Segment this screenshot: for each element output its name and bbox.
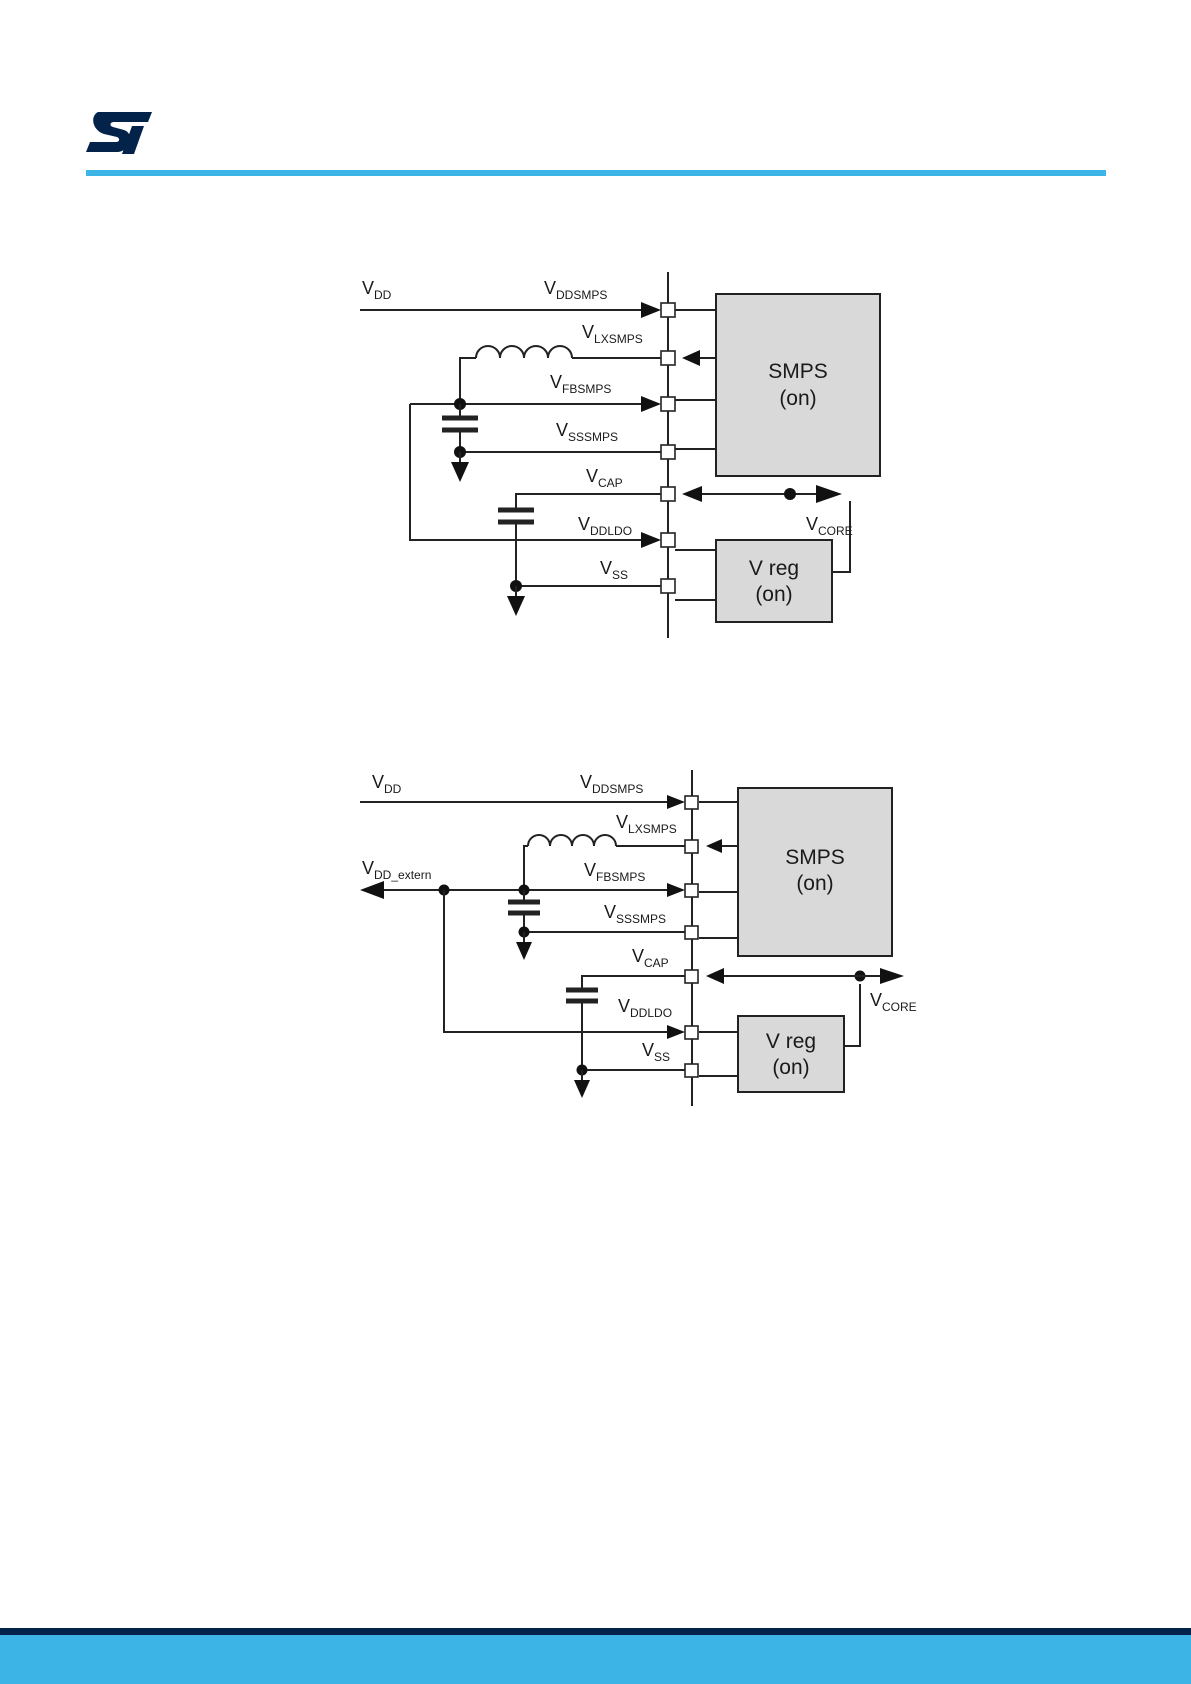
pin-label-vddsmps: VDDSMPS	[544, 278, 607, 302]
vreg-block: V reg (on)	[738, 1016, 844, 1092]
footer-edge	[0, 1628, 1191, 1635]
pin-vsssmps	[661, 445, 675, 459]
pin-label-vcap: VCAP	[586, 466, 623, 490]
smps-output-capacitor	[508, 890, 540, 932]
lx-arrow	[706, 839, 722, 853]
pin-label-vfbsmps: VFBSMPS	[584, 860, 645, 884]
vcore-label: VCORE	[870, 990, 917, 1014]
pin-label-vsssmps: VSSSMPS	[556, 420, 618, 444]
pin-vsssmps	[685, 926, 698, 939]
pin-vddldo	[661, 533, 675, 547]
vcap-line	[582, 968, 904, 990]
pin-vcap	[685, 970, 698, 983]
pin-vlxsmps	[661, 351, 675, 365]
vcap-line	[516, 485, 842, 508]
pin-label-vss: VSS	[642, 1040, 670, 1064]
smps-output-capacitor	[442, 404, 478, 452]
pin-vddsmps	[661, 303, 675, 317]
vcore-arrow	[816, 485, 842, 503]
vdd-label: VDD	[362, 278, 392, 302]
st-logo	[84, 110, 154, 156]
pin-label-vcap: VCAP	[632, 946, 669, 970]
pin-vss	[685, 1064, 698, 1077]
pin-vddsmps	[685, 796, 698, 809]
pin-label-vsssmps: VSSSMPS	[604, 902, 666, 926]
pin-vddldo	[685, 1026, 698, 1039]
smps-block-title: SMPS	[768, 360, 828, 383]
feedback-line	[410, 396, 661, 412]
core-ground	[507, 580, 661, 616]
vreg-block-title: V reg	[766, 1030, 816, 1053]
pin-label-vlxsmps: VLXSMPS	[616, 812, 677, 836]
pin-label-vlxsmps: VLXSMPS	[582, 322, 643, 346]
pin-label-vddsmps: VDDSMPS	[580, 772, 643, 796]
pin-label-vddldo: VDDLDO	[578, 514, 632, 538]
vreg-block: V reg (on)	[716, 540, 832, 622]
vdd-extern-arrow	[360, 881, 384, 899]
pin-label-vddldo: VDDLDO	[618, 996, 672, 1020]
header-rule	[86, 170, 1106, 176]
vreg-block-state: (on)	[755, 583, 792, 606]
vcore-arrow	[880, 968, 904, 984]
vcore-label: VCORE	[806, 514, 853, 538]
power-supply-diagram-2: SMPS (on) V reg (on)	[360, 768, 960, 1118]
smps-block: SMPS (on)	[716, 294, 880, 476]
smps-block-state: (on)	[796, 872, 833, 895]
lx-arrow	[682, 350, 700, 366]
core-capacitor	[566, 990, 598, 1070]
vdd-input-line	[360, 302, 661, 318]
vreg-block-state: (on)	[772, 1056, 809, 1079]
smps-block: SMPS (on)	[738, 788, 892, 956]
pin-vfbsmps	[661, 397, 675, 411]
pin-vfbsmps	[685, 884, 698, 897]
smps-block-title: SMPS	[785, 846, 845, 869]
pin-label-vfbsmps: VFBSMPS	[550, 372, 611, 396]
footer-band	[0, 1628, 1191, 1684]
vdd-input-line	[360, 795, 685, 809]
core-capacitor	[498, 510, 534, 586]
smps-block-state: (on)	[779, 387, 816, 410]
vdd-label: VDD	[372, 772, 402, 796]
st-logo-s	[86, 112, 152, 152]
vreg-block-title: V reg	[749, 557, 799, 580]
smps-ground	[451, 446, 661, 482]
smps-ground	[516, 927, 685, 961]
power-supply-diagram-1: SMPS (on) V reg (on)	[360, 270, 960, 650]
pin-vlxsmps	[685, 840, 698, 853]
core-ground	[574, 1065, 685, 1099]
pin-vss	[661, 579, 675, 593]
pin-vcap	[661, 487, 675, 501]
vdd-extern-label: VDD_extern	[362, 858, 431, 882]
pin-label-vss: VSS	[600, 558, 628, 582]
